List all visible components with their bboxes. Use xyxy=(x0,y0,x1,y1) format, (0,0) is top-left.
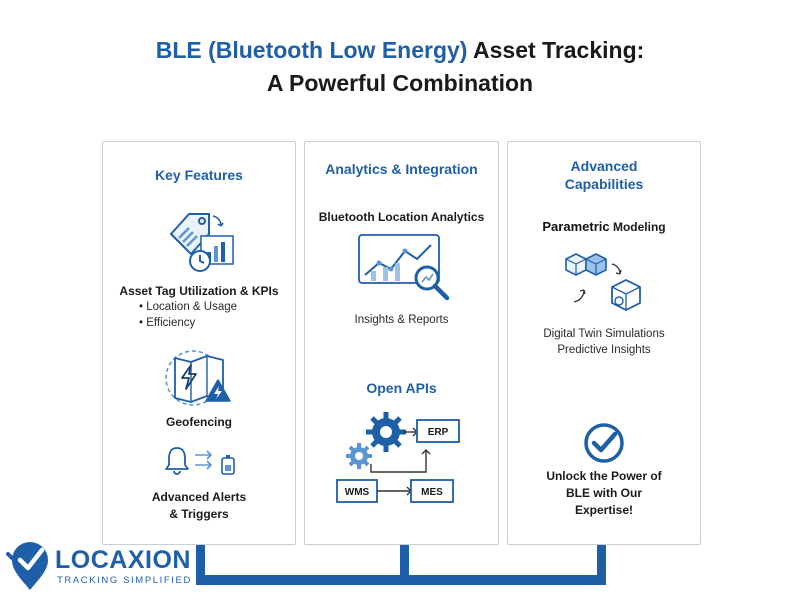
alerts-label-line1: Advanced Alerts xyxy=(151,490,247,504)
price-tag-icon xyxy=(170,213,224,255)
arrows-icon xyxy=(195,450,213,470)
alerts-label-line2: & Triggers xyxy=(169,507,229,521)
heading-line1: Advanced xyxy=(570,158,638,174)
open-apis-heading: Open APIs xyxy=(366,380,437,396)
logo-tagline: TRACKING SIMPLIFIED xyxy=(57,575,192,586)
modeling-word: Modeling xyxy=(609,220,666,234)
connector-bar-right xyxy=(597,545,606,585)
alerts-label: Advanced Alerts & Triggers xyxy=(103,489,295,523)
cta-line2: BLE with Our xyxy=(566,486,642,500)
cta-text: Unlock the Power of BLE with Our Experti… xyxy=(508,468,700,519)
battery-icon xyxy=(221,455,235,475)
page-title: BLE (Bluetooth Low Energy) Asset Trackin… xyxy=(0,34,800,100)
analytics-card: Analytics & Integration Bluetooth Locati… xyxy=(304,141,499,545)
connector-bar-left xyxy=(196,545,205,585)
key-features-heading: Key Features xyxy=(155,167,243,183)
bullet-efficiency: Efficiency xyxy=(139,315,237,331)
mes-box-label: MES xyxy=(421,487,443,498)
title-line2: A Powerful Combination xyxy=(266,70,534,96)
clock-icon xyxy=(189,250,211,272)
alert-triangle-icon xyxy=(205,379,231,402)
digital-twin-label: Digital Twin Simulations xyxy=(543,328,665,340)
key-features-card: Key Features Asset Tag Utilization & KPI… xyxy=(102,141,296,545)
api-diagram: ERP WMS MES xyxy=(336,412,460,503)
cta-line1: Unlock the Power of xyxy=(546,469,662,483)
heading-line2: Capabilities xyxy=(564,176,644,192)
asset-tag-label: Asset Tag Utilization & KPIs xyxy=(119,284,279,298)
lightning-icon xyxy=(181,364,197,390)
locaxion-logo: LOCAXION TRACKING SIMPLIFIED xyxy=(6,540,196,592)
location-analytics-label: Bluetooth Location Analytics xyxy=(318,210,485,224)
bell-icon xyxy=(165,447,189,475)
map-pin-logo-icon xyxy=(6,542,48,590)
title-blue-part: BLE (Bluetooth Low Energy) xyxy=(155,37,468,63)
title-rest: Asset Tracking: xyxy=(467,37,645,63)
advanced-capabilities-heading: Advanced Capabilities xyxy=(508,157,700,193)
asset-tag-bullets: Location & Usage Efficiency xyxy=(139,299,237,331)
predictive-insights-label: Predictive Insights xyxy=(557,344,651,356)
connector-bar-middle xyxy=(400,545,409,585)
cube-icon xyxy=(565,253,641,312)
advanced-capabilities-card: Advanced Capabilities Parametric Modelin… xyxy=(507,141,701,545)
insights-reports-label: Insights & Reports xyxy=(354,314,449,326)
gears-icon xyxy=(346,412,406,469)
checkmark-circle-icon xyxy=(584,423,624,463)
analytics-heading: Analytics & Integration xyxy=(325,161,478,177)
wms-box-label: WMS xyxy=(345,487,370,498)
logo-name: LOCAXION xyxy=(55,546,191,574)
magnifier-icon xyxy=(414,265,450,301)
bar-chart-icon xyxy=(200,235,234,265)
cta-line3: Expertise! xyxy=(574,503,634,517)
bullet-location-usage: Location & Usage xyxy=(139,299,237,315)
geofencing-label: Geofencing xyxy=(165,415,232,429)
parametric-word: Parametric xyxy=(542,219,610,234)
erp-box-label: ERP xyxy=(428,427,449,438)
parametric-modeling-label: Parametric Modeling xyxy=(508,219,700,234)
